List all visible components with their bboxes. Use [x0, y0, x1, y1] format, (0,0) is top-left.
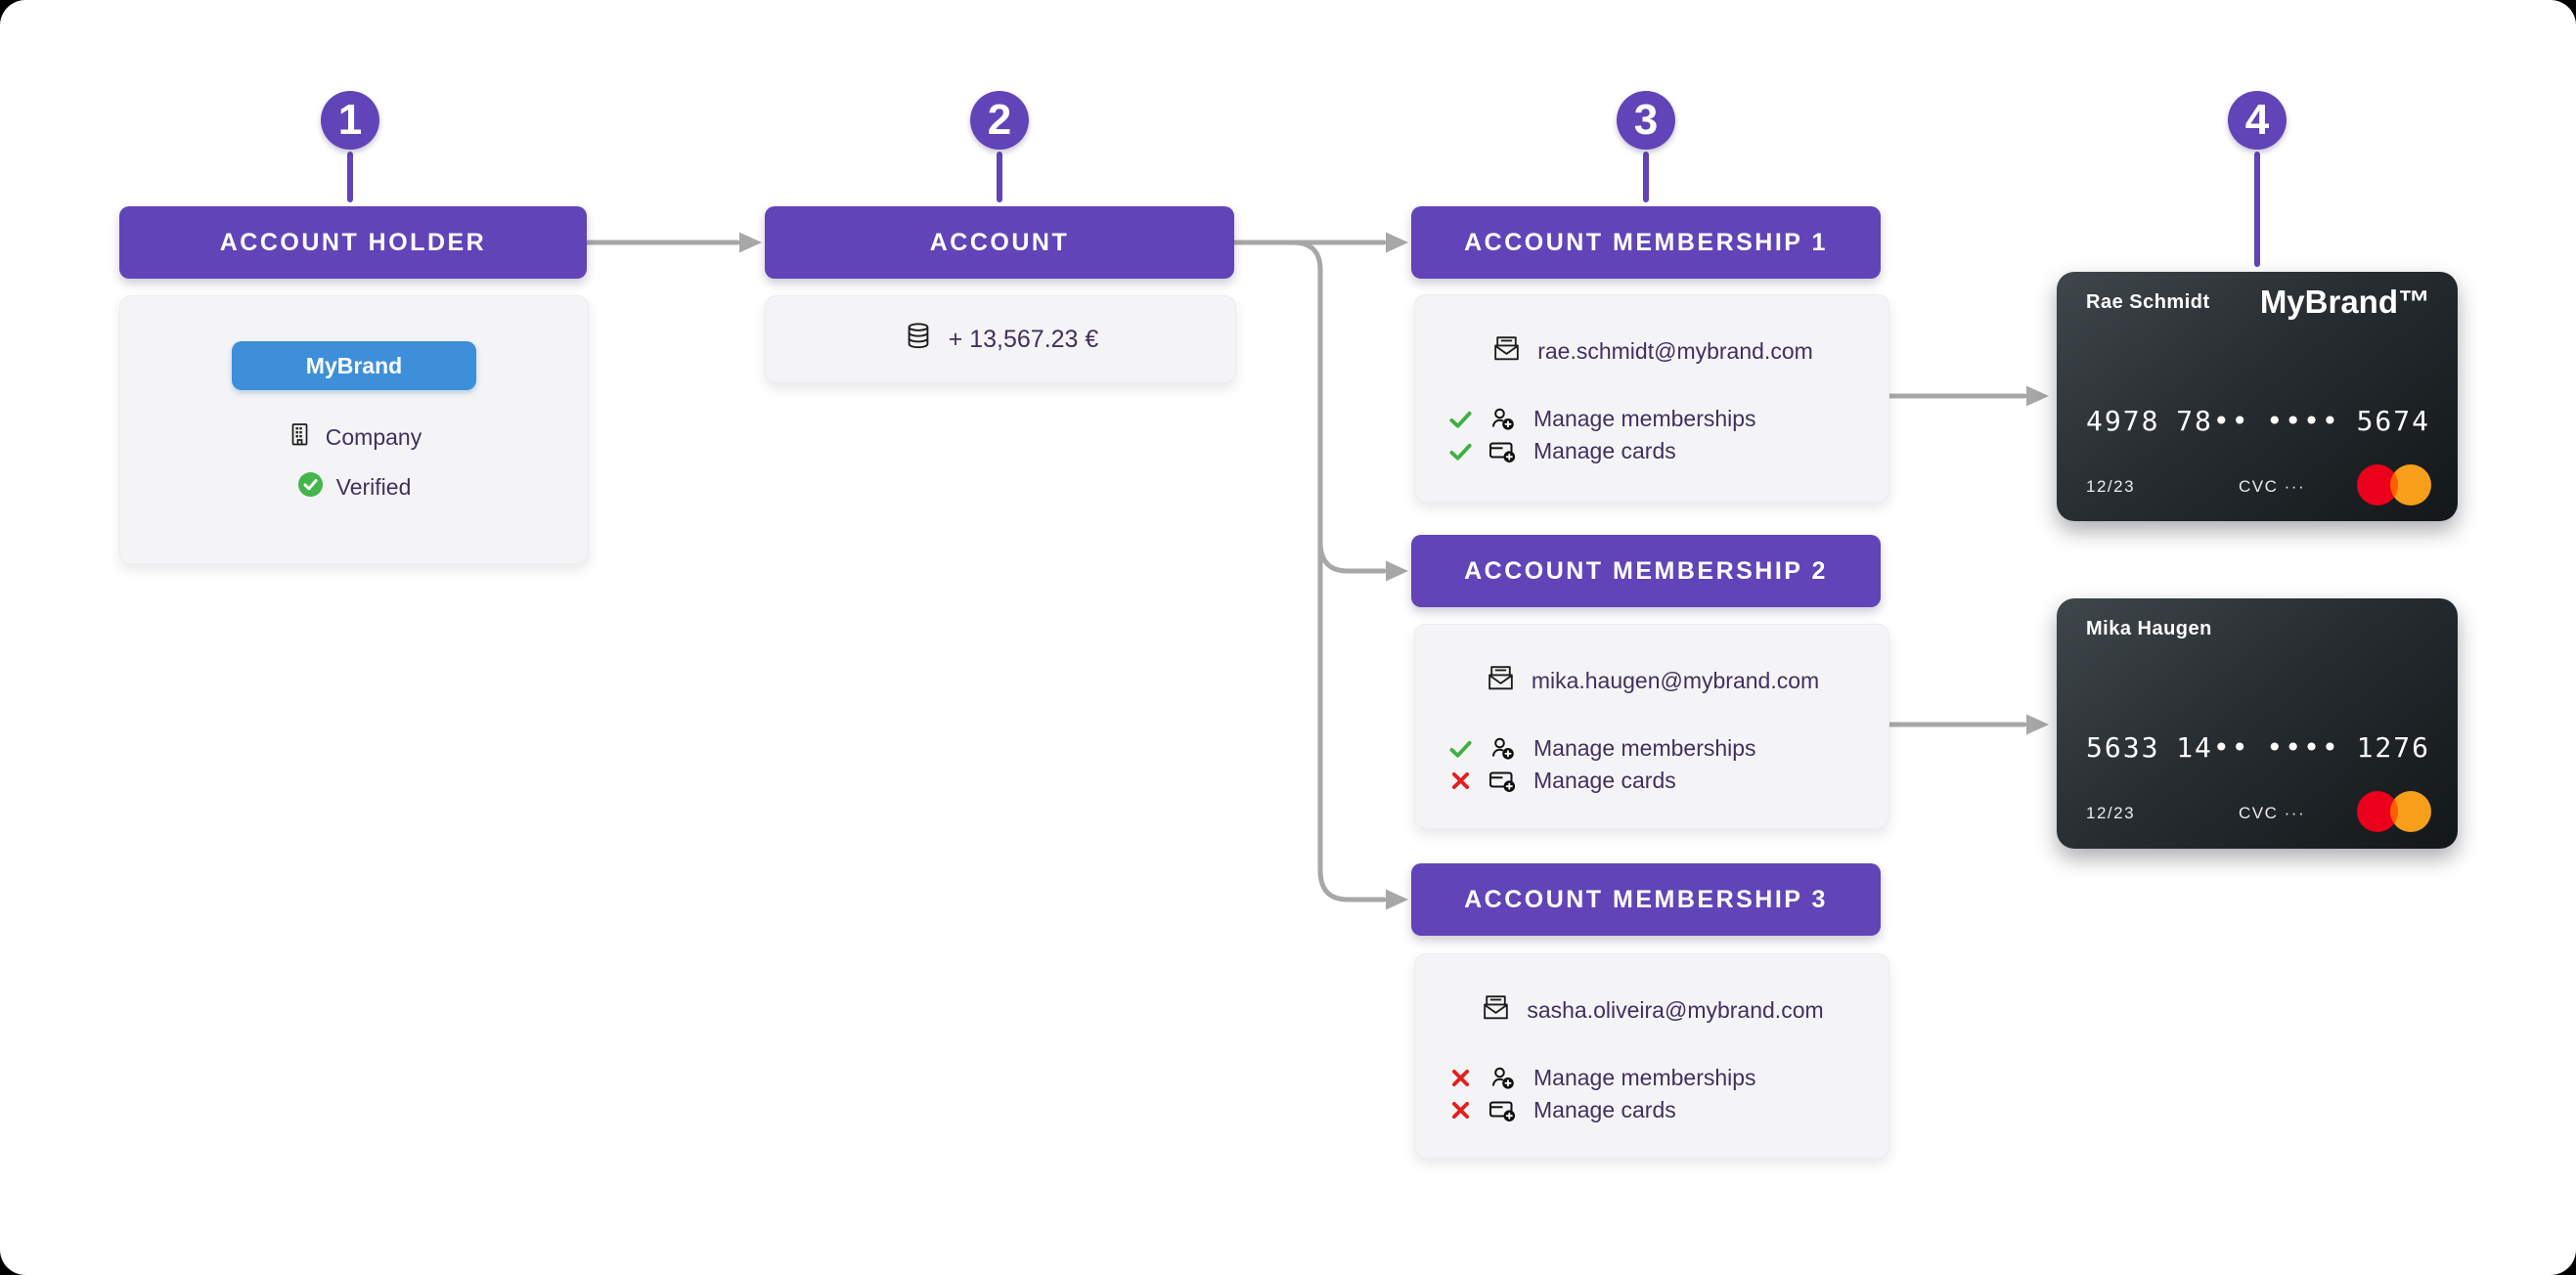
membership-3-panel: sasha.oliveira@mybrand.com	[1414, 953, 1889, 1159]
check-icon	[1448, 739, 1472, 759]
x-icon	[1448, 1101, 1472, 1120]
person-add-icon	[1488, 406, 1518, 433]
permission-row: Manage memberships	[1448, 1064, 1756, 1092]
person-add-icon	[1488, 735, 1518, 763]
card-number-group: 5674	[2356, 405, 2430, 437]
permission-row: Manage cards	[1448, 767, 1756, 795]
mail-icon	[1490, 332, 1523, 371]
card-add-icon	[1488, 1097, 1518, 1124]
membership-1-panel: rae.schmidt@mybrand.com Ma	[1414, 294, 1889, 503]
permission-row: Manage memberships	[1448, 405, 1756, 433]
x-icon	[1448, 1069, 1472, 1087]
account-holder-status: Verified	[335, 474, 412, 500]
mastercard-icon	[2356, 790, 2432, 838]
permission-row: Manage cards	[1448, 437, 1756, 465]
permission-row: Manage memberships	[1448, 734, 1756, 763]
membership-email: rae.schmidt@mybrand.com	[1537, 338, 1813, 364]
account-balance: + 13,567.23 €	[948, 325, 1099, 353]
permission-label: Manage cards	[1533, 768, 1676, 793]
card-number-group: 1276	[2356, 731, 2430, 764]
check-icon	[1448, 410, 1472, 429]
step-badge-2: 2	[970, 91, 1029, 150]
membership-2-panel: mika.haugen@mybrand.com Ma	[1414, 624, 1889, 829]
permission-label: Manage cards	[1533, 1097, 1676, 1122]
mail-icon	[1485, 662, 1517, 700]
membership-2-header: ACCOUNT MEMBERSHIP 2	[1411, 535, 1881, 607]
account-balance-panel: + 13,567.23 €	[765, 295, 1236, 383]
card-number-group: 14••	[2176, 731, 2250, 764]
card-holder-name: Mika Haugen	[2086, 618, 2212, 639]
membership-email: mika.haugen@mybrand.com	[1531, 668, 1820, 693]
account-header: ACCOUNT	[765, 206, 1234, 279]
mastercard-icon	[2356, 463, 2432, 511]
credit-card-1: Rae Schmidt MyBrand™ 4978 78•• •••• 5674…	[2057, 272, 2458, 521]
card-holder-name: Rae Schmidt	[2086, 291, 2210, 313]
card-number-group: 4978	[2086, 405, 2160, 437]
step-badge-4: 4	[2228, 91, 2287, 150]
permission-label: Manage memberships	[1533, 1065, 1756, 1090]
card-add-icon	[1488, 768, 1518, 795]
x-icon	[1448, 771, 1472, 790]
card-expiry: 12/23	[2086, 477, 2136, 496]
verified-icon	[297, 471, 324, 504]
card-expiry: 12/23	[2086, 804, 2136, 822]
card-add-icon	[1488, 438, 1518, 465]
card-brand-logo: MyBrand™	[2259, 284, 2430, 320]
coins-icon	[903, 321, 934, 359]
permission-row: Manage cards	[1448, 1096, 1756, 1124]
step-badge-1: 1	[321, 91, 379, 150]
permission-label: Manage cards	[1533, 438, 1676, 463]
brand-button: MyBrand	[232, 341, 476, 390]
card-number-group: 5633	[2086, 731, 2160, 764]
step-badge-3: 3	[1617, 91, 1675, 150]
card-number-group: ••••	[2266, 405, 2340, 437]
card-number: 4978 78•• •••• 5674	[2086, 405, 2430, 437]
company-icon	[287, 421, 313, 454]
person-add-icon	[1488, 1065, 1518, 1092]
account-holder-type: Company	[325, 424, 422, 450]
account-holder-panel: MyBrand Company	[119, 295, 589, 564]
permission-label: Manage memberships	[1533, 406, 1756, 431]
credit-card-2: Mika Haugen 5633 14•• •••• 1276 12/23 CV…	[2057, 598, 2458, 849]
card-number: 5633 14•• •••• 1276	[2086, 731, 2430, 764]
card-number-group: ••••	[2266, 731, 2340, 764]
membership-3-header: ACCOUNT MEMBERSHIP 3	[1411, 863, 1881, 936]
check-icon	[1448, 442, 1472, 462]
membership-1-header: ACCOUNT MEMBERSHIP 1	[1411, 206, 1881, 279]
membership-email: sasha.oliveira@mybrand.com	[1527, 997, 1824, 1023]
permission-label: Manage memberships	[1533, 735, 1756, 761]
card-cvc: CVC ···	[2239, 804, 2306, 822]
mail-icon	[1480, 991, 1512, 1030]
card-number-group: 78••	[2176, 405, 2250, 437]
account-holder-header: ACCOUNT HOLDER	[119, 206, 587, 279]
card-cvc: CVC ···	[2239, 477, 2306, 496]
